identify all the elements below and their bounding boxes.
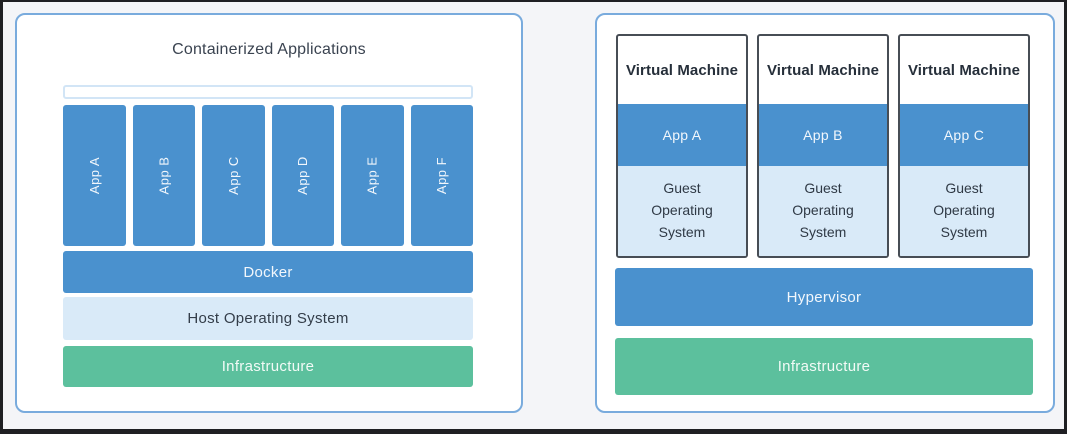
infrastructure-layer: Infrastructure <box>615 338 1033 395</box>
app-bar: App C <box>202 105 265 246</box>
app-bars-row: App A App B App C App D App E App F <box>63 105 473 246</box>
app-bar: App A <box>63 105 126 246</box>
app-bar: App B <box>132 105 195 246</box>
guest-os-label: Guest Operating System <box>933 180 995 240</box>
app-bar: App E <box>341 105 404 246</box>
virtual-machines-panel: Virtual Machine App A Guest Operating Sy… <box>595 13 1055 413</box>
vm-card: Virtual Machine App C Guest Operating Sy… <box>898 34 1030 258</box>
app-bar-label: App B <box>156 156 172 195</box>
guest-os-band: Guest Operating System <box>759 166 887 256</box>
docker-layer: Docker <box>63 251 473 293</box>
vm-app-band: App A <box>618 104 746 166</box>
vm-card-title: Virtual Machine <box>625 61 739 79</box>
vm-app-band: App B <box>759 104 887 166</box>
vm-card-title: Virtual Machine <box>766 61 880 79</box>
vm-cards-row: Virtual Machine App A Guest Operating Sy… <box>616 34 1030 258</box>
app-bar: App D <box>271 105 334 246</box>
app-bar-label: App A <box>86 156 102 195</box>
vm-card: Virtual Machine App A Guest Operating Sy… <box>616 34 748 258</box>
app-bar-label: App F <box>434 156 450 195</box>
hypervisor-layer: Hypervisor <box>615 268 1033 326</box>
app-bar-label: App D <box>295 156 311 195</box>
app-bar-label: App E <box>364 156 380 195</box>
containers-panel: Containerized Applications App A App B A… <box>15 13 523 413</box>
app-bar-label: App C <box>225 156 241 195</box>
guest-os-band: Guest Operating System <box>618 166 746 256</box>
guest-os-label: Guest Operating System <box>651 180 713 240</box>
vm-app-band: App C <box>900 104 1028 166</box>
container-group-outline <box>63 85 473 99</box>
vm-card: Virtual Machine App B Guest Operating Sy… <box>757 34 889 258</box>
vm-card-title: Virtual Machine <box>907 61 1021 79</box>
guest-os-label: Guest Operating System <box>792 180 854 240</box>
guest-os-band: Guest Operating System <box>900 166 1028 256</box>
app-bar: App F <box>410 105 473 246</box>
host-os-layer: Host Operating System <box>63 297 473 340</box>
infrastructure-layer: Infrastructure <box>63 346 473 387</box>
containers-panel-title: Containerized Applications <box>172 41 366 58</box>
